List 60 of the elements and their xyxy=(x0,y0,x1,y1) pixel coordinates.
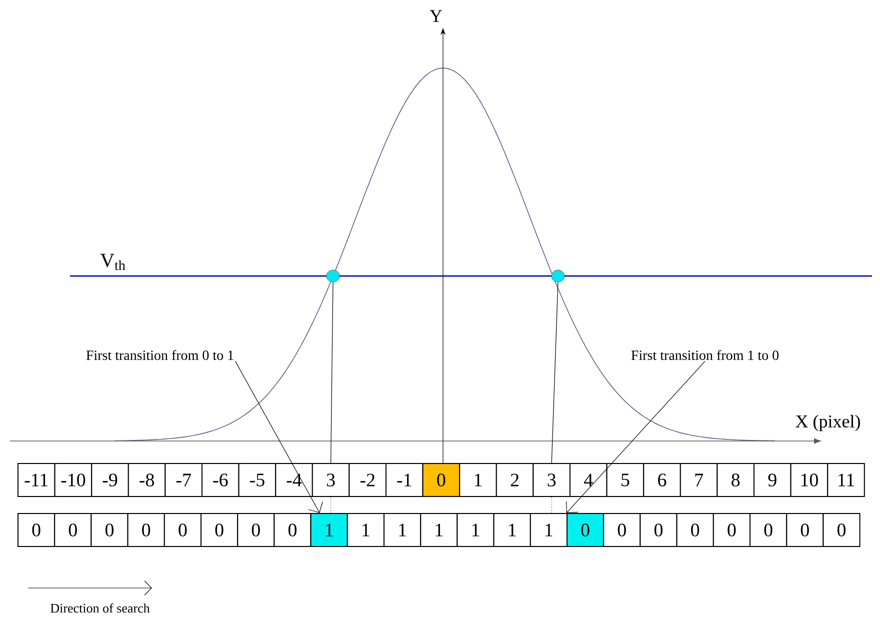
pixel-cell: 5 xyxy=(606,463,644,497)
caption-text: Direction of search xyxy=(50,603,150,613)
pixel-cell: 3 xyxy=(312,463,350,497)
pixel-cell: 1 xyxy=(456,513,494,547)
axis-label: Y xyxy=(430,10,442,22)
pixel-cell: 1 xyxy=(346,513,384,547)
pixel-cell: 0 xyxy=(712,513,750,547)
pixel-cell: 0 xyxy=(566,513,604,547)
pixel-cell: 1 xyxy=(384,513,422,547)
projection-line xyxy=(551,282,558,464)
pixel-cell: 10 xyxy=(790,463,828,497)
pixel-cell: -5 xyxy=(238,463,276,497)
pixel-cell: 1 xyxy=(310,513,348,547)
pixel-cell: 0 xyxy=(127,513,165,547)
dotted-line xyxy=(330,496,332,514)
pixel-cell: 1 xyxy=(459,463,497,497)
pixel-cell: 0 xyxy=(603,513,641,547)
projection-line xyxy=(330,282,334,464)
leader-line xyxy=(234,360,323,513)
annotation-text: First transition from 1 to 0 xyxy=(631,350,779,360)
intersection-dot xyxy=(326,270,340,282)
pixel-cell: 0 xyxy=(90,513,128,547)
pixel-cell: 7 xyxy=(680,463,718,497)
pixel-cell: 0 xyxy=(274,513,312,547)
pixel-cell: 1 xyxy=(493,513,531,547)
pixel-cell: -8 xyxy=(128,463,166,497)
pixel-cell: -4 xyxy=(275,463,313,497)
intersection-dot xyxy=(551,270,565,282)
pixel-cell: 0 xyxy=(18,513,56,547)
pixel-cell: 2 xyxy=(496,463,534,497)
pixel-cell: 0 xyxy=(750,513,788,547)
threshold-label: V$_{th}$ xyxy=(100,254,126,270)
pixel-cell: -10 xyxy=(54,463,92,497)
pixel-cell: 3 xyxy=(532,463,570,497)
pixel-cell: 11 xyxy=(827,463,865,497)
pixel-cell: -2 xyxy=(348,463,386,497)
pixel-cell: 0 xyxy=(200,513,238,547)
pixel-cell: 0 xyxy=(422,463,460,497)
dotted-line xyxy=(551,496,552,514)
pixel-cell: 0 xyxy=(164,513,202,547)
pixel-cell: -11 xyxy=(18,463,56,497)
pixel-cell: -1 xyxy=(386,463,424,497)
pixel-cell: 9 xyxy=(754,463,792,497)
pixel-cell: 0 xyxy=(54,513,92,547)
pixel-cell: 0 xyxy=(676,513,714,547)
leader-line xyxy=(566,360,706,513)
pixel-cell: 0 xyxy=(237,513,275,547)
pixel-cell: 4 xyxy=(570,463,608,497)
pixel-cell: 6 xyxy=(643,463,681,497)
pixel-cell: 1 xyxy=(530,513,568,547)
pixel-cell: 1 xyxy=(420,513,458,547)
pixel-cell: 0 xyxy=(822,513,860,547)
pixel-cell: -6 xyxy=(202,463,240,497)
pixel-cell: 8 xyxy=(716,463,754,497)
pixel-cell: -7 xyxy=(164,463,202,497)
annotation-text: First transition from 0 to 1 xyxy=(86,350,234,360)
pixel-cell: -9 xyxy=(91,463,129,497)
pixel-cell: 0 xyxy=(786,513,824,547)
axis-label: X (pixel) xyxy=(796,414,860,432)
pixel-cell: 0 xyxy=(640,513,678,547)
